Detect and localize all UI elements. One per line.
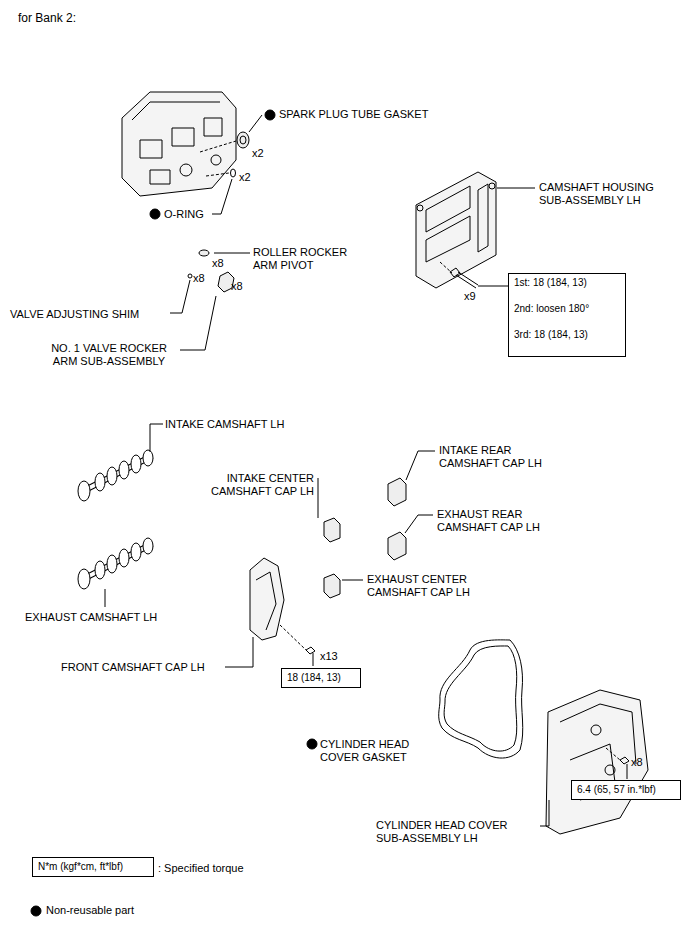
torque-value: 1st: 18 (184, 13) — [514, 277, 620, 289]
part-label: : Specified torque — [158, 862, 244, 875]
torque-box: 6.4 (65, 57 in.*lbf) — [571, 780, 681, 800]
quantity-callout: x2 — [239, 171, 251, 184]
part-label: O-RING — [164, 208, 204, 221]
quantity-callout: x8 — [631, 756, 643, 769]
part-label: EXHAUST CAMSHAFT LH — [25, 611, 157, 624]
torque-box: 1st: 18 (184, 13) 2nd: loosen 180° 3rd: 18… — [508, 273, 626, 357]
non-reusable-dot — [31, 906, 41, 916]
part-label: VALVE ADJUSTING SHIM — [10, 308, 139, 321]
torque-value: 18 (184, 13) — [287, 672, 341, 684]
quantity-callout: x8 — [231, 280, 243, 293]
quantity-callout: x8 — [212, 257, 224, 270]
part-label: EXHAUST CENTER CAMSHAFT CAP LH — [367, 573, 495, 599]
part-label: NO. 1 VALVE ROCKER ARM SUB-ASSEMBLY — [40, 342, 178, 368]
part-label: ROLLER ROCKER ARM PIVOT — [253, 246, 353, 272]
quantity-callout: x13 — [320, 650, 338, 663]
quantity-callout: x2 — [252, 147, 264, 160]
torque-value: N*m (kgf*cm, ft*lbf) — [38, 861, 123, 873]
torque-box: N*m (kgf*cm, ft*lbf) — [32, 857, 154, 877]
legend-entry: Non-reusable part — [46, 904, 134, 916]
part-label: FRONT CAMSHAFT CAP LH — [61, 661, 205, 674]
part-label: CYLINDER HEAD COVER GASKET — [320, 738, 430, 764]
part-label: CYLINDER HEAD COVER SUB-ASSEMBLY LH — [376, 819, 536, 845]
part-label: INTAKE CENTER CAMSHAFT CAP LH — [182, 472, 314, 498]
part-label: EXHAUST REAR CAMSHAFT CAP LH — [437, 508, 555, 534]
part-label: SPARK PLUG TUBE GASKET — [279, 108, 428, 121]
diagram-title: for Bank 2: — [18, 11, 76, 25]
torque-value: 2nd: loosen 180° — [514, 303, 620, 315]
part-label: INTAKE CAMSHAFT LH — [165, 418, 284, 431]
torque-box: 18 (184, 13) — [281, 668, 361, 688]
part-label: CAMSHAFT HOUSING SUB-ASSEMBLY LH — [539, 181, 669, 207]
torque-value: 3rd: 18 (184, 13) — [514, 329, 620, 341]
quantity-callout: x9 — [464, 290, 476, 303]
torque-value: 6.4 (65, 57 in.*lbf) — [577, 784, 656, 796]
part-label: INTAKE REAR CAMSHAFT CAP LH — [439, 444, 557, 470]
quantity-callout: x8 — [193, 272, 205, 285]
